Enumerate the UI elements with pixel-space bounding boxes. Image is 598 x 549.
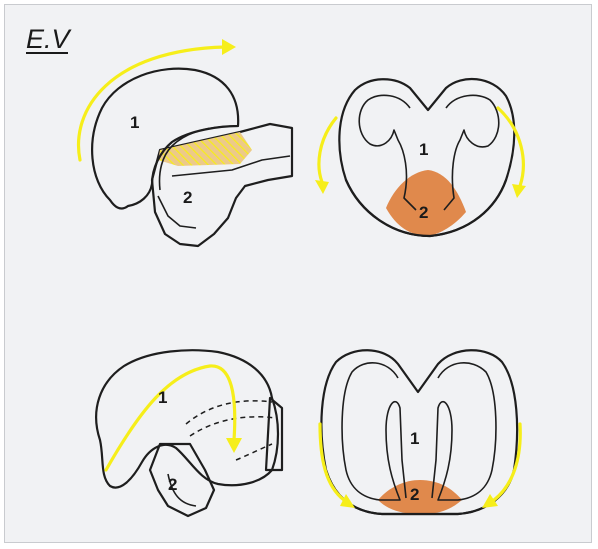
arrow-head-left — [340, 494, 355, 508]
extension-strip — [266, 398, 282, 470]
hatched-overlap — [158, 132, 252, 166]
dashed-contour-1 — [186, 401, 272, 424]
label-2: 2 — [410, 485, 419, 504]
label-2: 2 — [183, 188, 192, 207]
arrow-head — [222, 39, 236, 55]
panel-top-right: 1 2 — [315, 79, 526, 236]
region-1-shape — [96, 350, 278, 487]
label-1: 1 — [419, 140, 428, 159]
panel-top-left: 1 2 — [79, 39, 292, 246]
fold-arrow-left — [319, 118, 336, 182]
arrow-head-right — [512, 184, 526, 198]
panel-bottom-right: 1 2 — [320, 350, 520, 514]
neural-fold-left — [342, 363, 406, 500]
label-2: 2 — [168, 475, 177, 494]
label-2: 2 — [419, 203, 428, 222]
arrow-head-left — [315, 180, 329, 194]
label-1: 1 — [410, 429, 419, 448]
panel-bottom-left: 1 2 — [96, 350, 282, 516]
label-1: 1 — [158, 388, 167, 407]
figure-title: E.V — [26, 24, 73, 54]
arrow-head — [226, 438, 242, 453]
fold-arrow — [106, 366, 235, 470]
neural-fold-right — [432, 363, 496, 500]
region-2-shape — [378, 480, 462, 514]
fold-arrow-left — [320, 424, 344, 500]
fold-arrow-right — [498, 108, 523, 186]
label-1: 1 — [130, 113, 139, 132]
